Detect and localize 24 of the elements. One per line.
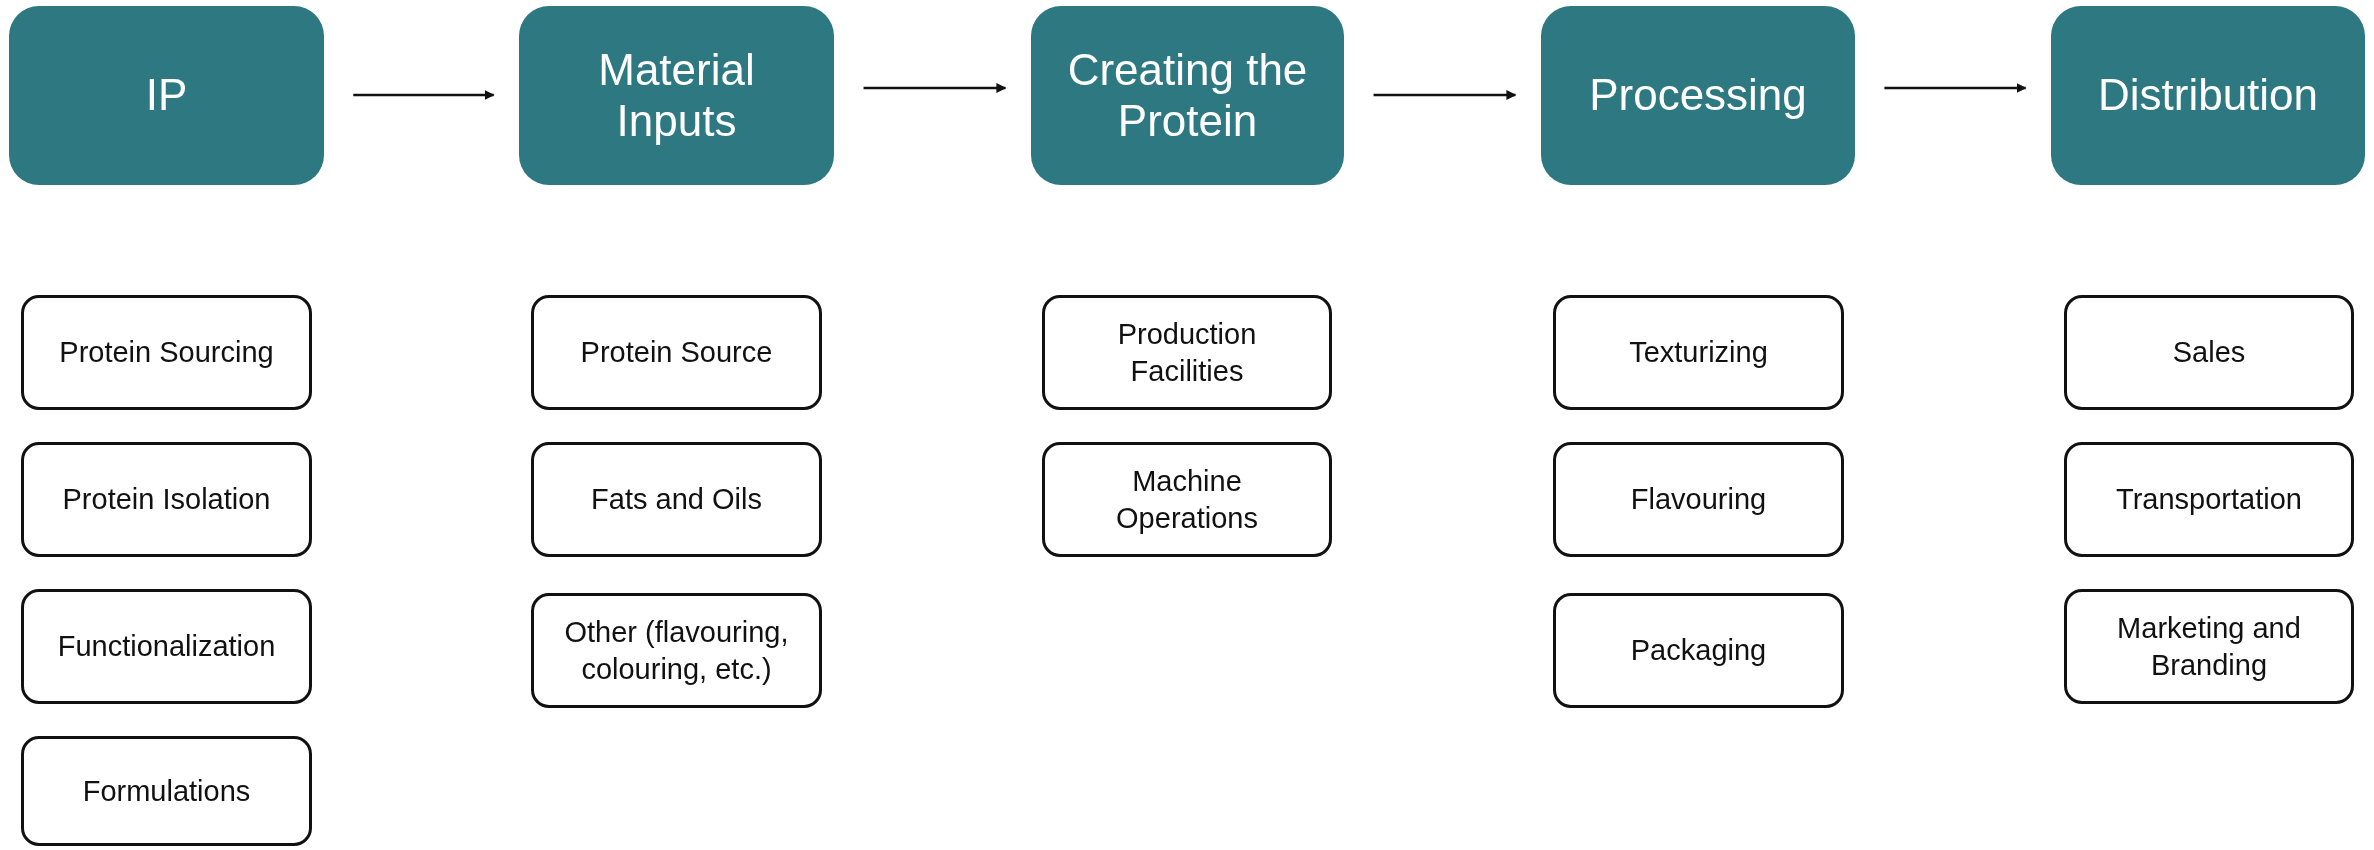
arrow [353, 90, 495, 100]
arrow [863, 83, 1007, 93]
item-box: Protein Isolation [21, 442, 312, 557]
stage-box: Distribution [2051, 6, 2365, 185]
stage-box: Processing [1541, 6, 1855, 185]
item-box: Production Facilities [1042, 295, 1332, 410]
item-box: Texturizing [1553, 295, 1844, 410]
item-box: Sales [2064, 295, 2354, 410]
item-box: Protein Source [531, 295, 822, 410]
arrow [1373, 90, 1517, 100]
stage-box: IP [9, 6, 324, 185]
item-box: Functionalization [21, 589, 312, 704]
item-box: Transportation [2064, 442, 2354, 557]
item-box: Flavouring [1553, 442, 1844, 557]
item-box: Protein Sourcing [21, 295, 312, 410]
item-box: Fats and Oils [531, 442, 822, 557]
item-box: Machine Operations [1042, 442, 1332, 557]
item-box: Formulations [21, 736, 312, 846]
stage-box: Creating the Protein [1031, 6, 1344, 185]
item-box: Marketing and Branding [2064, 589, 2354, 704]
item-box: Packaging [1553, 593, 1844, 708]
arrow [1884, 83, 2027, 93]
stage-box: Material Inputs [519, 6, 834, 185]
item-box: Other (flavouring, colouring, etc.) [531, 593, 822, 708]
